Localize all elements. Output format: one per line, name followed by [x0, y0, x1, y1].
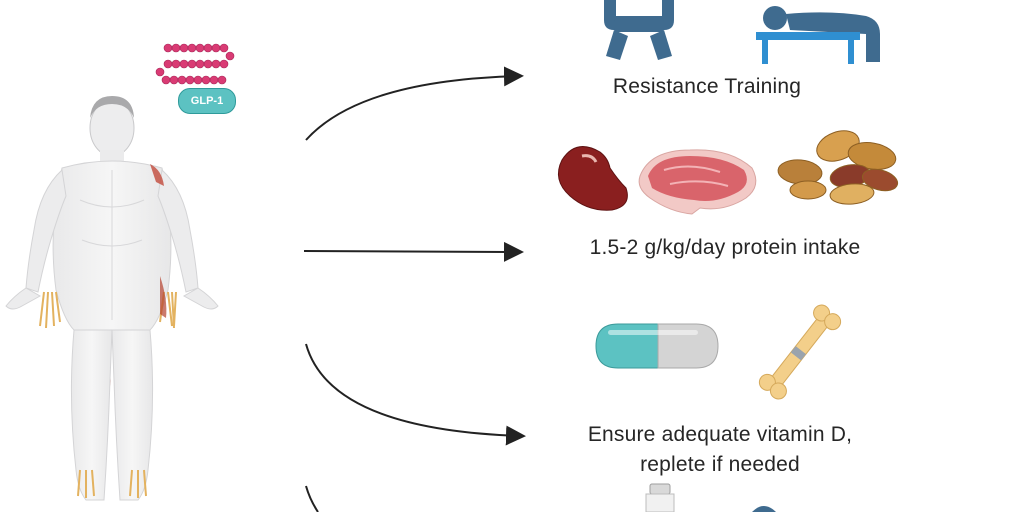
- arrow-to-vitamin-d: [305, 343, 526, 446]
- arrows: [303, 66, 526, 512]
- bench-press-icon: [756, 6, 880, 64]
- glp1-label: GLP-1: [178, 88, 236, 114]
- capsule-icon: [595, 323, 719, 369]
- human-body-icon: [5, 96, 219, 501]
- arrow-partial-bottom: [305, 485, 319, 512]
- vitamin-d-caption: Ensure adequate vitamin D, replete if ne…: [560, 420, 880, 480]
- squat-person-icon: [604, 0, 674, 60]
- bone-icon: [758, 304, 842, 400]
- arrow-to-protein: [303, 241, 524, 262]
- kidney-bean-icon: [557, 146, 628, 211]
- vitamin-d-caption-line2: replete if needed: [640, 453, 800, 476]
- vitamin-d-caption-line1: Ensure adequate vitamin D,: [587, 423, 853, 446]
- resistance-training-caption: Resistance Training: [612, 75, 802, 98]
- arrow-to-resistance: [305, 66, 524, 141]
- steak-icon: [638, 149, 757, 215]
- peanuts-icon: [777, 130, 899, 205]
- protein-intake-caption: 1.5-2 g/kg/day protein intake: [589, 236, 861, 259]
- vial-icon: [645, 483, 675, 512]
- partial-icon-bottom-right: [752, 506, 776, 512]
- glp1-peptide-icon: [155, 43, 235, 85]
